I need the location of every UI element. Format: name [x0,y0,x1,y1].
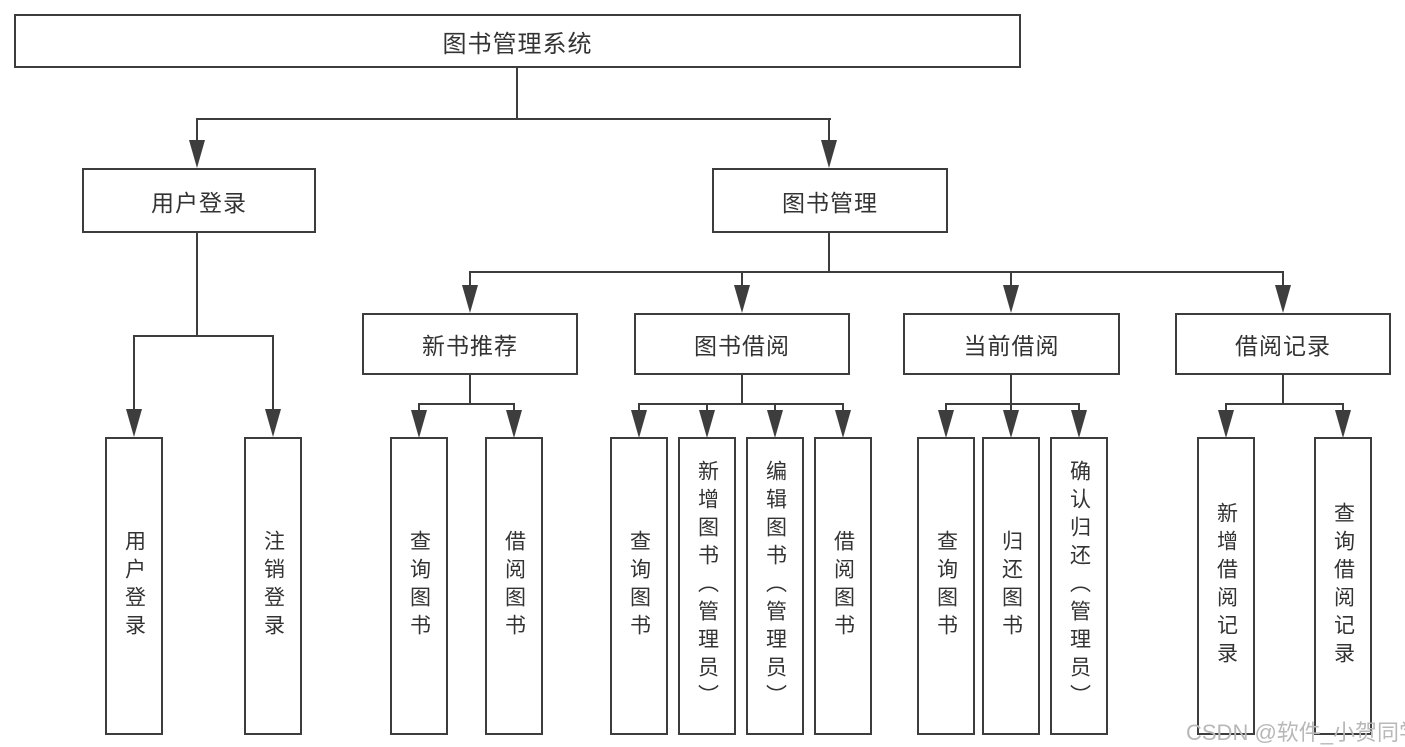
leaf-confirm-return-admin-label: 确认归还（管理员） [1067,460,1091,712]
arrow-down-icon [1275,285,1291,313]
connector-g2-a [418,403,420,413]
connector-g4-drop [1010,375,1012,405]
arrow-down-icon [1003,285,1019,313]
leaf-query-borrow-record-label: 查询借阅记录 [1331,502,1355,670]
leaf-query-borrow-record: 查询借阅记录 [1314,437,1372,735]
arrow-down-icon [734,285,750,313]
arrow-down-icon [1071,410,1087,438]
connector-g3-a [638,403,640,413]
connector-g5-a [1225,403,1227,413]
leaf-query-books-borrow-label: 查询图书 [627,530,651,642]
leaf-add-borrow-record-label: 新增借阅记录 [1214,502,1238,670]
connector-to-current-borrow [1010,271,1012,287]
leaf-add-book-admin: 新增图书（管理员） [678,437,736,735]
leaf-query-books-recommend-label: 查询图书 [407,530,431,642]
connector-g2-branch [418,403,515,405]
leaf-confirm-return-admin: 确认归还（管理员） [1050,437,1108,735]
leaf-add-book-admin-label: 新增图书（管理员） [695,460,719,712]
connector-book-mgmt-branch [469,271,1284,273]
connector-g4-branch [945,403,1079,405]
arrow-down-icon [265,409,281,437]
arrow-down-icon [821,140,837,168]
leaf-query-books-recommend: 查询图书 [390,437,448,735]
connector-g4-a [945,403,947,413]
connector-to-user-login [196,118,198,142]
connector-to-book-borrow [741,271,743,287]
connector-g5-b [1342,403,1344,413]
leaf-logout: 注销登录 [244,437,302,735]
node-new-book-recommendation: 新书推荐 [362,313,578,375]
connector-to-new-book [469,271,471,287]
watermark: CSDN @软件_小贺同学 [1186,720,1405,745]
leaf-borrow-books: 借阅图书 [814,437,872,735]
connector-book-mgmt-drop [828,233,830,273]
arrow-down-icon [1218,410,1234,438]
arrow-down-icon [767,410,783,438]
leaf-edit-book-admin-label: 编辑图书（管理员） [763,460,787,712]
arrow-down-icon [835,410,851,438]
connector-to-leaf-logout [272,335,274,410]
node-book-borrowing: 图书借阅 [634,313,850,375]
connector-to-borrow-record [1282,271,1284,287]
connector-root-drop [516,68,518,120]
connector-g3-branch [638,403,844,405]
leaf-query-books-borrow: 查询图书 [610,437,668,735]
connector-g3-d [842,403,844,413]
node-user-login: 用户登录 [82,168,316,233]
leaf-borrow-books-recommend-label: 借阅图书 [502,530,526,642]
leaf-query-books-current: 查询图书 [917,437,975,735]
node-borrowing-records: 借阅记录 [1175,313,1391,375]
arrow-down-icon [699,410,715,438]
connector-user-login-drop [196,233,198,337]
connector-g5-branch [1225,403,1343,405]
arrow-down-icon [1003,410,1019,438]
connector-g4-b [1010,403,1012,413]
arrow-down-icon [411,410,427,438]
connector-g3-c [774,403,776,413]
arrow-down-icon [462,285,478,313]
connector-user-login-branch [133,335,274,337]
connector-g2-b [513,403,515,413]
leaf-user-login: 用户登录 [105,437,163,735]
leaf-return-books: 归还图书 [982,437,1040,735]
connector-to-leaf-user-login [133,335,135,410]
leaf-borrow-books-label: 借阅图书 [831,530,855,642]
arrow-down-icon [938,410,954,438]
connector-g3-drop [741,375,743,405]
node-library-management-system: 图书管理系统 [14,14,1021,68]
connector-to-book-management [828,118,830,142]
leaf-user-login-label: 用户登录 [122,530,146,642]
connector-g2-drop [469,375,471,405]
arrow-down-icon [631,410,647,438]
connector-g4-c [1078,403,1080,413]
arrow-down-icon [506,410,522,438]
leaf-return-books-label: 归还图书 [999,530,1023,642]
connector-g5-drop [1282,375,1284,405]
node-book-management: 图书管理 [712,168,948,233]
leaf-add-borrow-record: 新增借阅记录 [1197,437,1255,735]
leaf-logout-label: 注销登录 [261,530,285,642]
node-current-borrowing: 当前借阅 [903,313,1120,375]
arrow-down-icon [189,140,205,168]
leaf-borrow-books-recommend: 借阅图书 [485,437,543,735]
connector-g3-b [706,403,708,413]
arrow-down-icon [126,409,142,437]
arrow-down-icon [1335,410,1351,438]
connector-root-branch [196,118,831,120]
leaf-query-books-current-label: 查询图书 [934,530,958,642]
leaf-edit-book-admin: 编辑图书（管理员） [746,437,804,735]
